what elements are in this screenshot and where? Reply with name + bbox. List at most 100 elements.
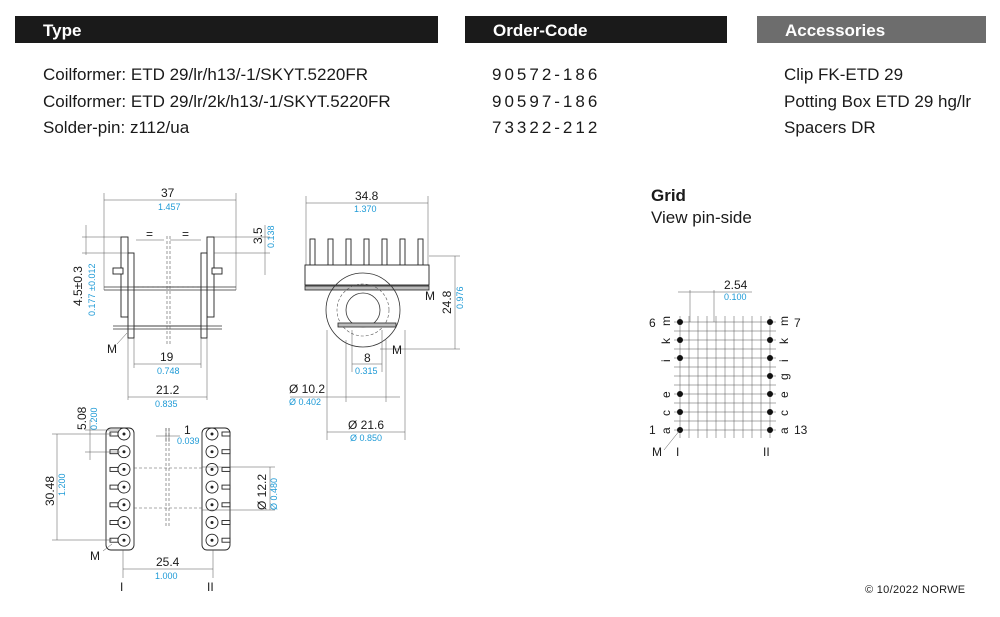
- dim-pin-span: 30.48: [43, 476, 57, 506]
- accessory-item: Potting Box ETD 29 hg/lr: [784, 91, 972, 111]
- pin-hole: [210, 450, 214, 454]
- dim-offset: 4.5±0.3: [71, 266, 85, 306]
- dim-front-width-inch: 1.370: [354, 204, 377, 214]
- grid-row-i: I: [676, 445, 679, 459]
- dim-outer: Ø 21.6: [348, 418, 384, 432]
- pin-dot: [767, 355, 773, 361]
- order-code-header: Order-Code: [465, 16, 727, 43]
- dim-pin-height-inch: 0.138: [266, 225, 276, 248]
- dim-inner-inch: 0.748: [157, 366, 180, 376]
- pin-lead: [109, 449, 119, 455]
- pin-dot: [767, 319, 773, 325]
- dim-pin-height: 3.5: [251, 227, 265, 244]
- dim-front-height: 24.8: [440, 290, 454, 314]
- grid-marker-m: M: [652, 445, 662, 459]
- dim-front-width: 34.8: [355, 189, 379, 203]
- order-code: 90597-186: [492, 91, 601, 111]
- pin-lead: [109, 520, 119, 525]
- pin-dot: [767, 373, 773, 379]
- pin-letter-right: c: [777, 410, 791, 416]
- dim-pitch-inch: 0.200: [89, 407, 99, 430]
- marker-m-top: M: [425, 289, 435, 303]
- grid-title: Grid: [651, 186, 686, 205]
- dim-pin-span-inch: 1.200: [57, 473, 67, 496]
- dim-bore-inch: Ø 0.402: [289, 397, 321, 407]
- pin-dot: [767, 391, 773, 397]
- pin-hole: [122, 503, 126, 507]
- side-view-drawing: 37 1.457 = = 3.5 0.138 4.5±0.3 0.177: [71, 186, 276, 409]
- pin-lead: [221, 484, 231, 490]
- dim-offset-inch: 0.177 ±0.012: [87, 264, 97, 316]
- type-value: ETD 29/lr/2k/h13/-1/SKYT.5220FR: [130, 91, 391, 111]
- dim-width-total-inch: 1.457: [158, 202, 181, 212]
- dim-flange: 21.2: [156, 383, 180, 397]
- pin-letter-right: e: [777, 391, 791, 398]
- type-row: Coilformer: ETD 29/lr/2k/h13/-1/SKYT.522…: [43, 89, 391, 116]
- pin-letter-right: k: [777, 337, 791, 344]
- pin-lead: [221, 502, 231, 508]
- pin-hole: [122, 538, 126, 542]
- dim-outer-inch: Ø 0.850: [350, 433, 382, 443]
- order-code: 73322-212: [492, 118, 601, 137]
- pin-number-13: 13: [794, 423, 808, 437]
- accessories-header: Accessories: [757, 16, 986, 43]
- dim-slot-inch: 0.315: [355, 366, 378, 376]
- type-value: ETD 29/lr/h13/-1/SKYT.5220FR: [130, 65, 369, 84]
- pin-hole: [122, 521, 126, 524]
- pin-hole: [210, 485, 214, 489]
- row-label-i: I: [120, 580, 123, 594]
- marker-m: M: [90, 549, 100, 563]
- pin-letter-right: a: [777, 427, 791, 434]
- dim-diameter: Ø 12.2: [255, 474, 269, 510]
- grid-subtitle: View pin-side: [651, 208, 752, 227]
- pin-letter-left: k: [659, 337, 673, 344]
- pin-number-1: 1: [649, 423, 656, 437]
- pin-letter-right: i: [777, 359, 791, 362]
- pin-letter-left: a: [659, 427, 673, 434]
- order-code: 90572-186: [492, 65, 601, 84]
- type-value: z112/ua: [129, 118, 190, 137]
- pin-lead: [109, 502, 119, 508]
- pin-dot: [767, 337, 773, 343]
- pin-letter-left: m: [659, 316, 673, 326]
- dim-pitch: 5.08: [75, 406, 89, 430]
- pin-dot: [677, 319, 683, 325]
- dim-flange-inch: 0.835: [155, 399, 178, 409]
- pin-dot: [677, 409, 683, 415]
- pin-hole: [122, 432, 126, 436]
- pin-dot: [767, 427, 773, 433]
- row-label-ii: II: [207, 580, 214, 594]
- dim-inner: 19: [160, 350, 174, 364]
- dim-row-span-inch: 1.000: [155, 571, 178, 581]
- pin-hole: [210, 538, 214, 542]
- order-code-list: 90572-186 90597-186 73322-212: [492, 62, 600, 142]
- type-list: Coilformer: ETD 29/lr/h13/-1/SKYT.5220FR…: [43, 62, 391, 142]
- grid-row-ii: II: [763, 445, 770, 459]
- accessory-item: Clip FK-ETD 29: [784, 65, 904, 84]
- pin-dot: [677, 337, 683, 343]
- pin-lead: [221, 466, 231, 472]
- pin-letter-right: g: [777, 373, 791, 380]
- dim-row-span: 25.4: [156, 555, 180, 569]
- type-label: Solder-pin:: [43, 118, 126, 137]
- pin-hole: [210, 503, 214, 507]
- dim-bore: Ø 10.2: [289, 382, 325, 396]
- dim-equal-right: =: [182, 227, 189, 241]
- pin-letter-left: c: [659, 410, 673, 416]
- dim-offset-inch: 0.039: [177, 436, 200, 446]
- pin-lead: [221, 431, 231, 437]
- pin-dot: [767, 409, 773, 415]
- pin-number-6: 6: [649, 316, 656, 330]
- grid-pitch-inch: 0.100: [724, 292, 747, 302]
- marker-m-bottom: M: [392, 343, 402, 357]
- pin-dot: [677, 355, 683, 361]
- copyright: © 10/2022 NORWE: [865, 584, 966, 596]
- pin-hole: [210, 467, 214, 471]
- front-view-drawing: 34.8 1.370 24.8 0.976 M M 8 0.315: [289, 189, 465, 443]
- pin-letter-left: i: [659, 359, 673, 362]
- marker-m: M: [107, 342, 117, 356]
- pin-lead: [221, 520, 231, 525]
- pin-lead: [221, 449, 231, 455]
- dim-offset: 1: [184, 423, 191, 437]
